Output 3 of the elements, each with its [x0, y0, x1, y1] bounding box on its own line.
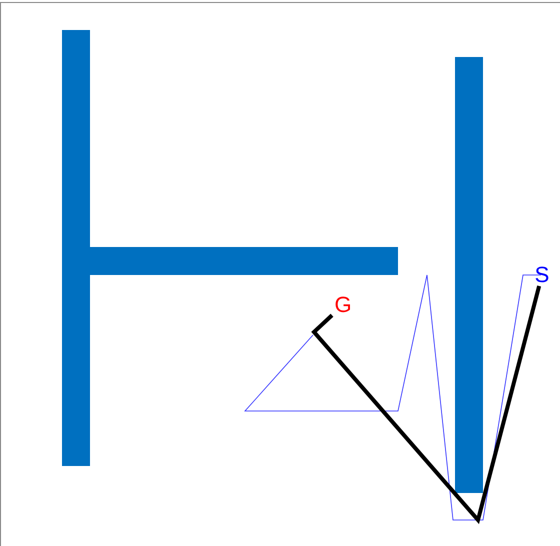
point-label: G	[332, 294, 354, 316]
path-line	[311, 286, 542, 524]
point-label: S	[532, 264, 552, 286]
